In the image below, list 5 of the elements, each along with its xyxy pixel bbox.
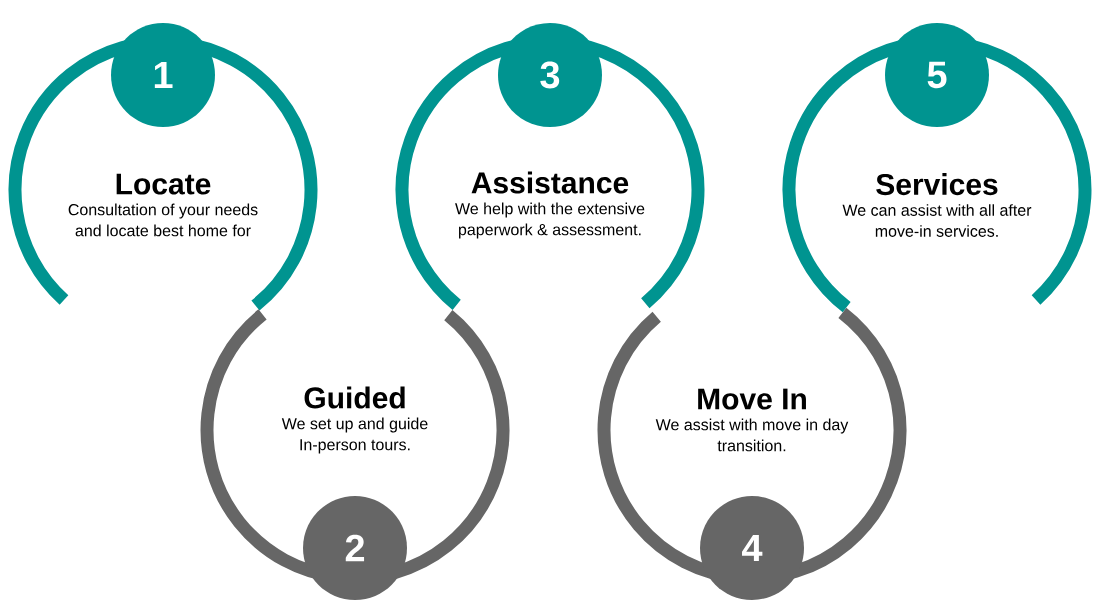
step-text: Guided We set up and guide In-person tours. [281,386,428,454]
step-text: Assistance We help with the extensive paperwork & assessment. [455,171,645,239]
step-text: Locate Consultation of your needs and locate best home for [68,173,258,237]
step-text: Move In We assist with move in day transition. [655,388,849,452]
step-text: Services We can assist with all after move-in services. [842,173,1032,237]
